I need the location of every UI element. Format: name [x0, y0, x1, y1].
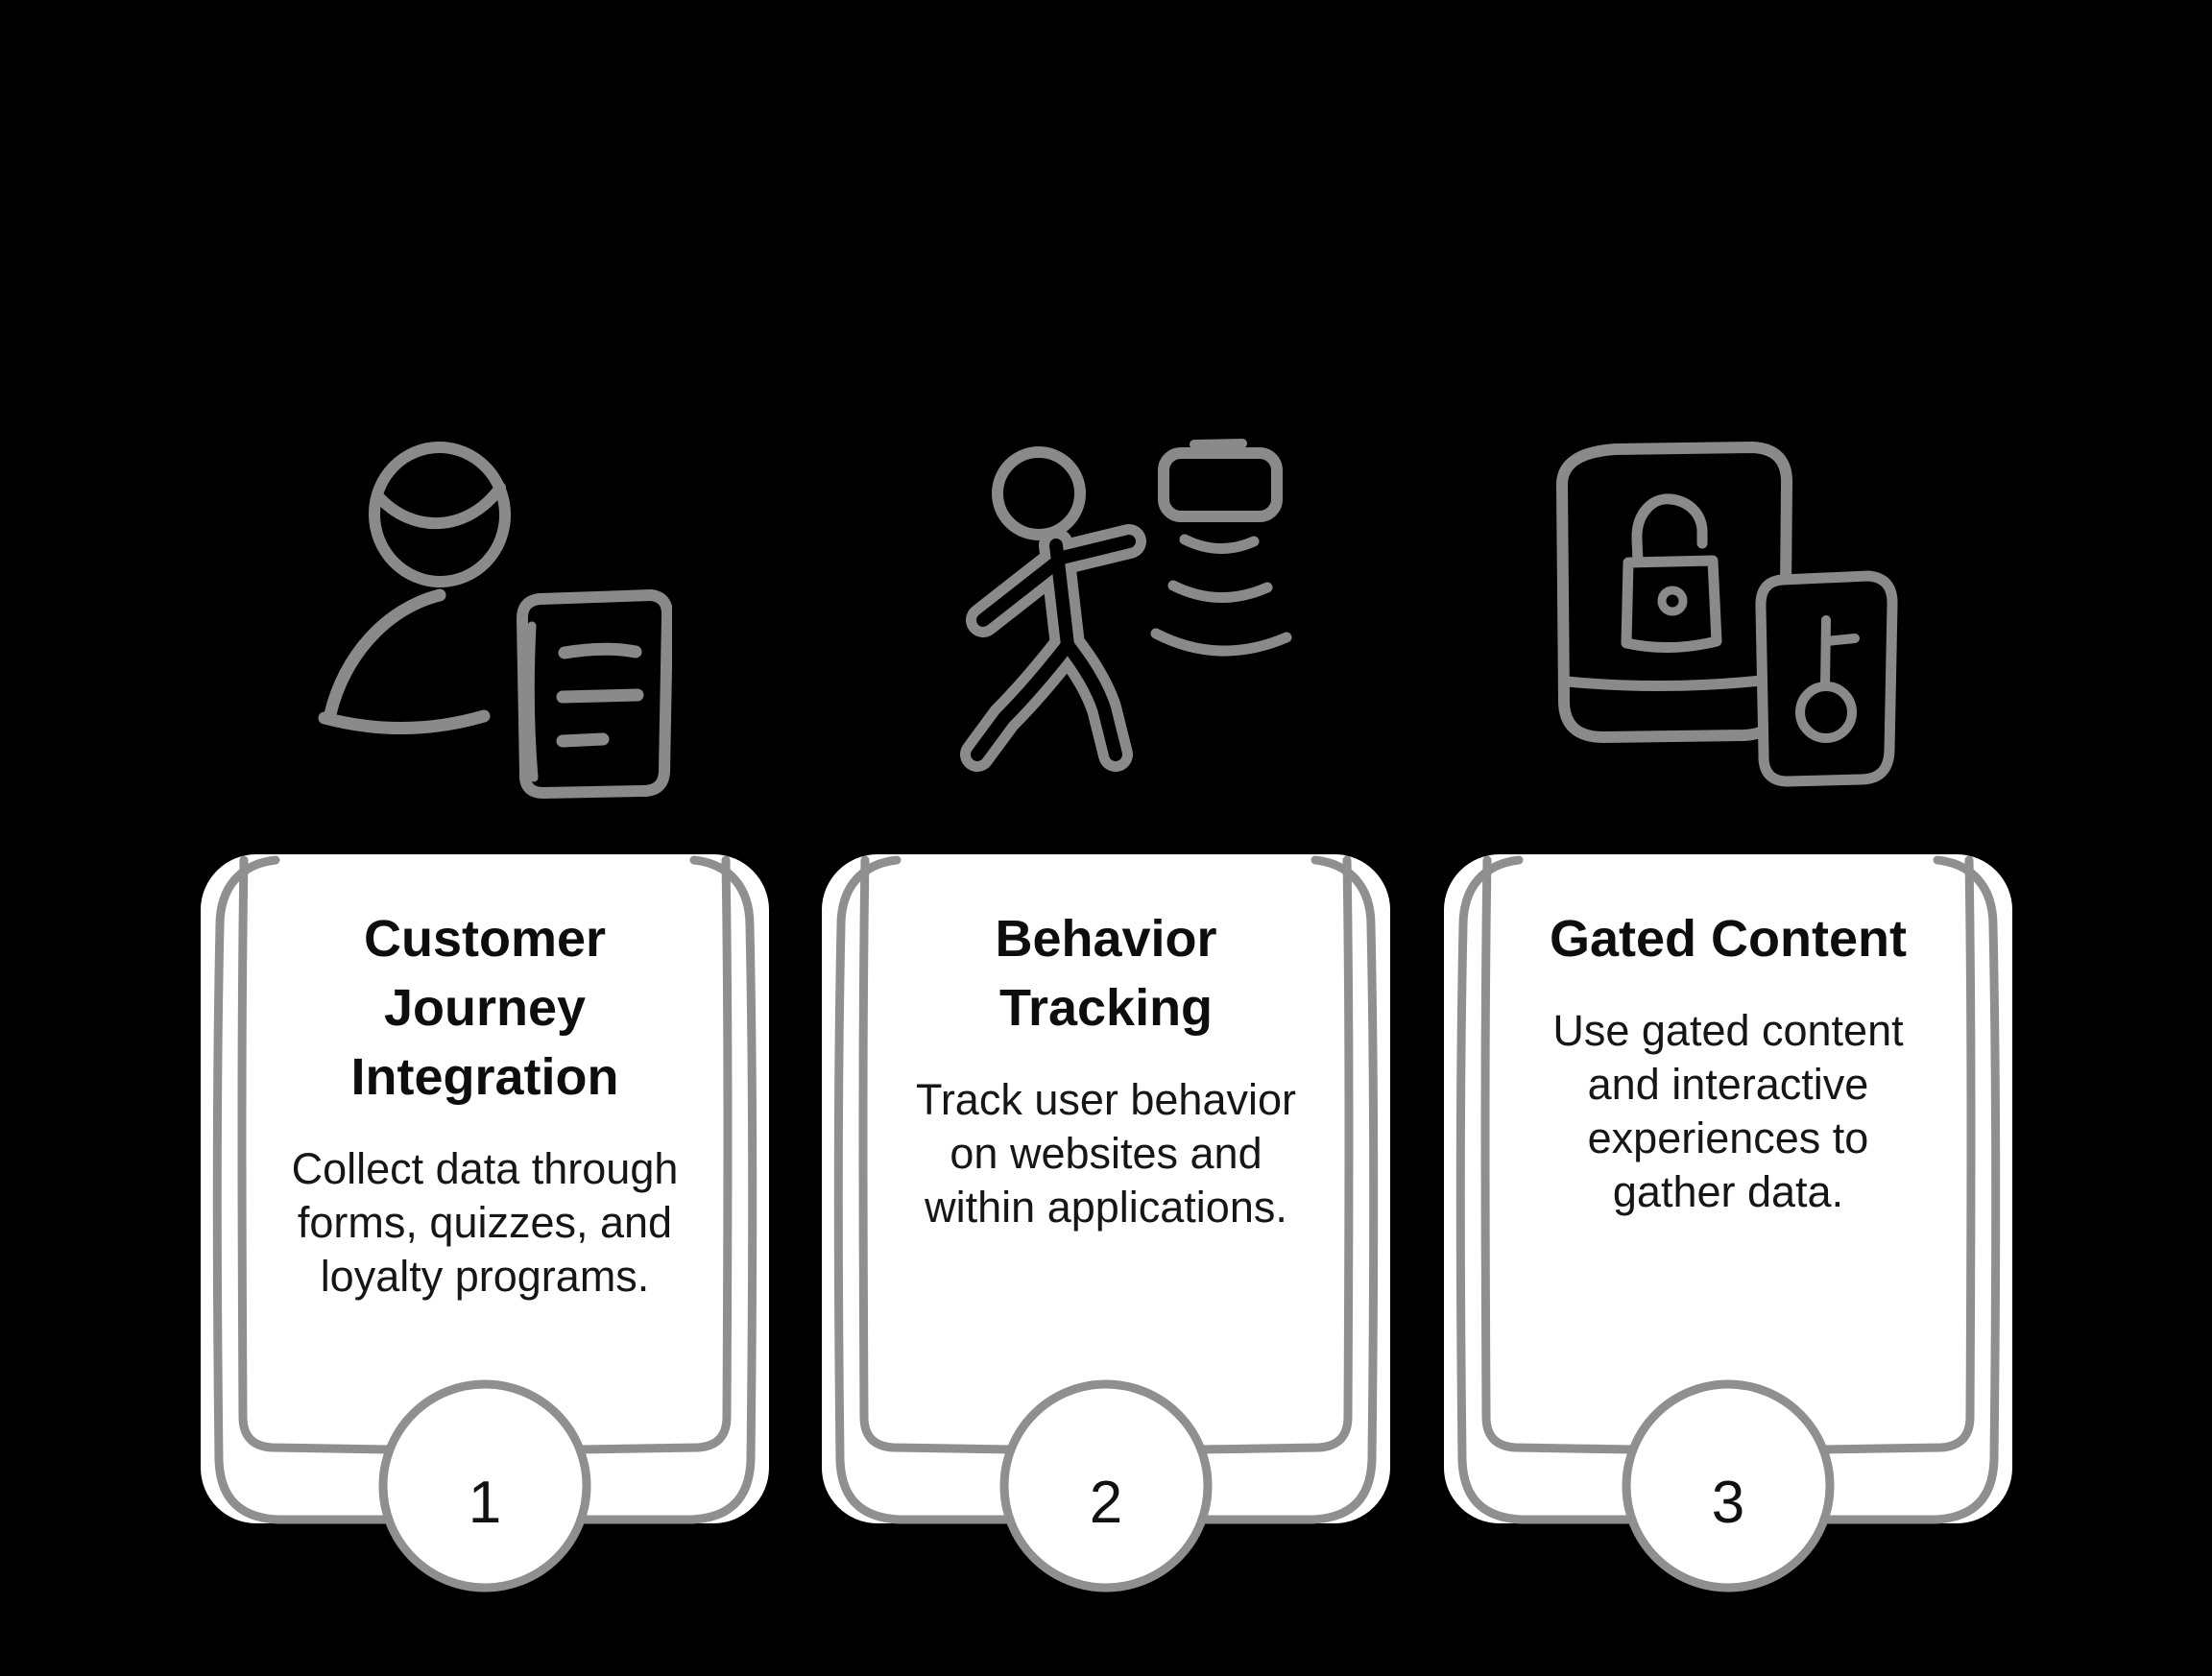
step-number-badge: 2: [1089, 1469, 1123, 1536]
step-card-3: Gated Content Use gated content and inte…: [1429, 845, 2028, 1622]
step-title: Customer Journey Integration: [350, 910, 619, 1106]
step-number-badge: 1: [468, 1469, 502, 1536]
card-content: Gated Content Use gated content and inte…: [1477, 904, 1980, 1219]
step-card-1: Customer Journey Integration Collect dat…: [185, 845, 784, 1622]
customer-form-icon: [318, 442, 672, 799]
card-content: Behavior Tracking Track user behavior on…: [854, 904, 1358, 1234]
behavior-tracking-icon: [960, 439, 1292, 772]
step-number-badge: 3: [1711, 1469, 1745, 1536]
card-content: Customer Journey Integration Collect dat…: [233, 904, 736, 1304]
step-card-2: Behavior Tracking Track user behavior on…: [806, 845, 1406, 1622]
step-title: Behavior Tracking: [995, 910, 1217, 1037]
step-description: Track user behavior on websites and with…: [916, 1075, 1296, 1232]
gated-content-icon: [1556, 442, 1898, 787]
step-description: Collect data through forms, quizzes, and…: [291, 1144, 679, 1301]
step-description: Use gated content and interactive experi…: [1552, 1006, 1904, 1216]
step-title: Gated Content: [1550, 910, 1907, 968]
